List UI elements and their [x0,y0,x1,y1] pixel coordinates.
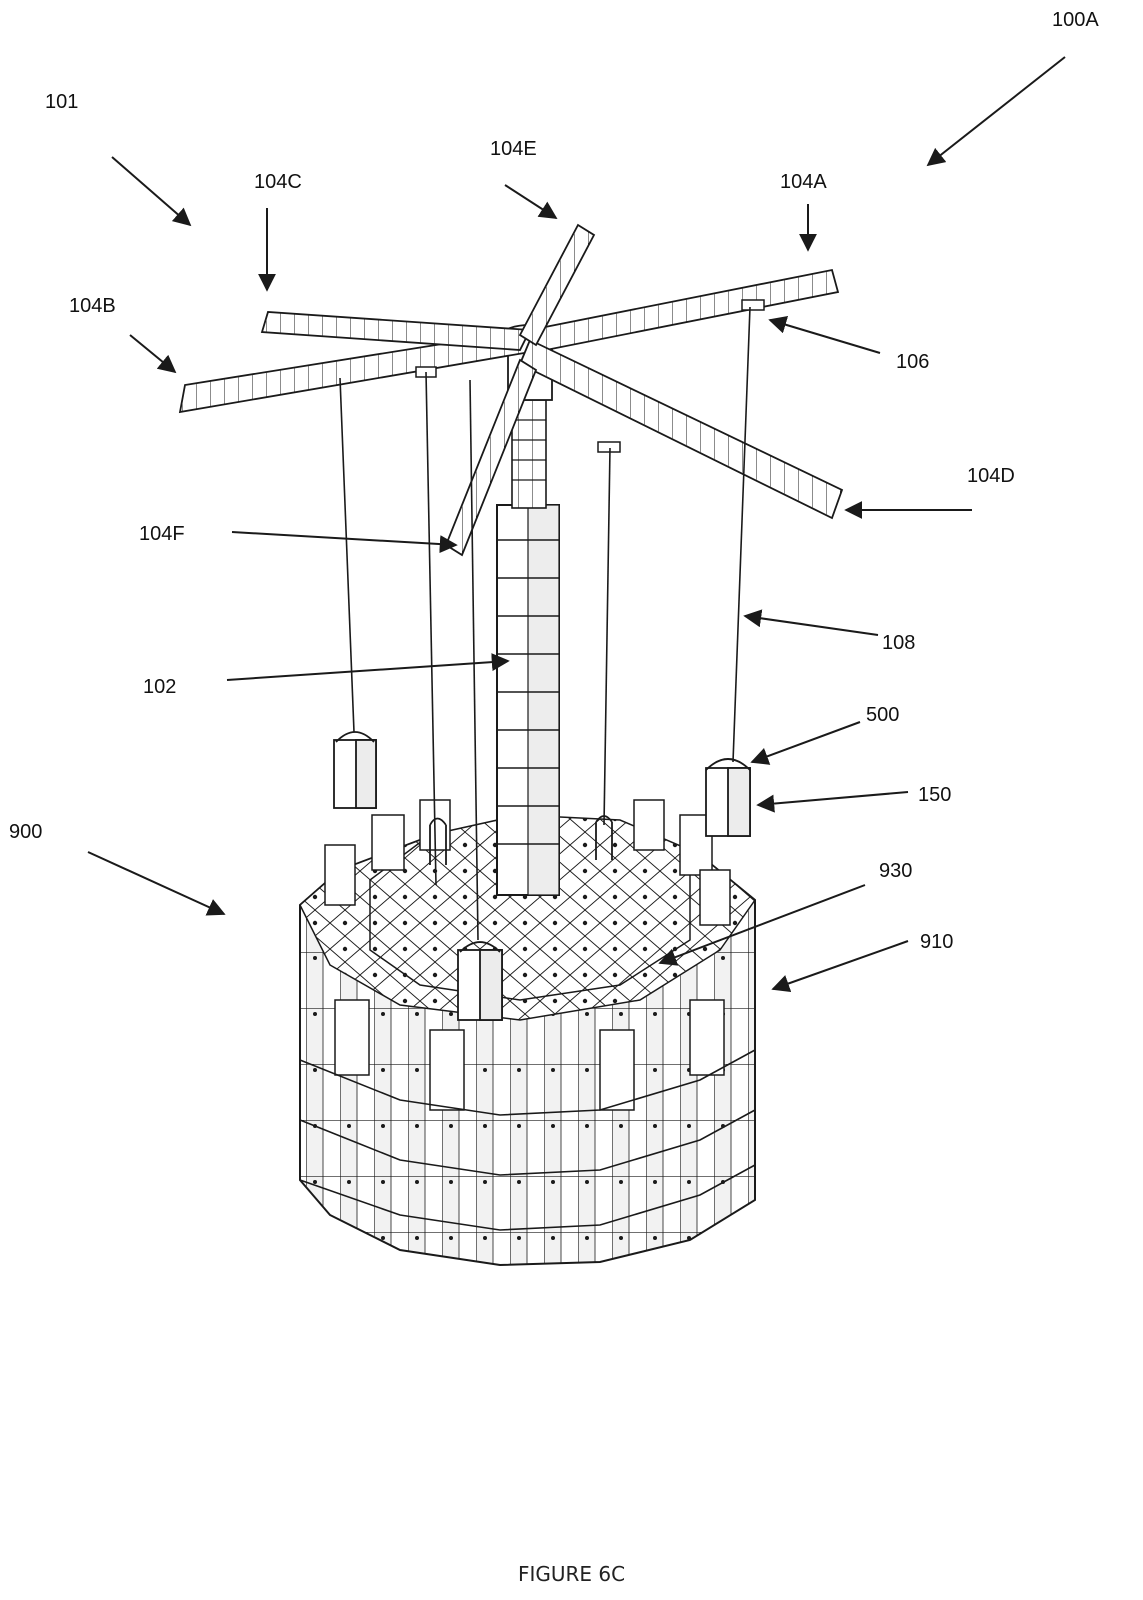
arm-104E [518,223,596,347]
block-storage-base [299,799,757,1267]
label-910: 910 [920,931,954,953]
arrow-150 [756,791,909,813]
tower-102 [496,324,560,896]
label-102: 102 [143,676,177,698]
leader-arrows [87,56,1066,993]
hanging-block-center [457,941,503,1021]
arrow-104F [231,531,458,554]
arrow-108 [743,609,879,636]
arrow-101 [111,156,192,227]
arrow-910 [771,940,909,993]
label-104A: 104A [780,171,827,193]
arm-104A [528,268,840,354]
arrow-930 [658,884,866,966]
figure-caption: FIGURE 6C [517,1562,626,1586]
label-100A: 100A [1052,9,1099,31]
arrow-900 [87,851,226,916]
label-104E: 104E [490,138,537,160]
arrow-100A [926,56,1066,167]
inner-block-ring-930 [369,814,691,1001]
arm-104F [444,358,538,557]
label-101: 101 [45,91,79,113]
crane-arms [178,223,844,557]
arrow-106 [768,316,881,354]
label-150: 150 [918,784,952,806]
hanging-blocks [333,731,751,1021]
cables-108 [339,306,751,941]
arrow-104E [504,184,558,219]
hanging-block-left [333,731,377,809]
label-108: 108 [882,632,916,654]
arrow-500 [750,721,861,765]
label-930: 930 [879,860,913,882]
label-104D: 104D [967,465,1015,487]
grabber-500 [705,758,751,771]
arm-104D [518,338,844,520]
label-500: 500 [866,704,900,726]
label-104B: 104B [69,295,116,317]
arm-104C [260,311,532,351]
arrow-102 [226,653,510,681]
hanging-block-150 [705,758,751,837]
label-106: 106 [896,351,930,373]
arrow-104B [129,334,177,374]
label-104C: 104C [254,171,302,193]
block-row-lines [299,1049,756,1231]
label-900: 900 [9,821,43,843]
label-104F: 104F [139,523,185,545]
